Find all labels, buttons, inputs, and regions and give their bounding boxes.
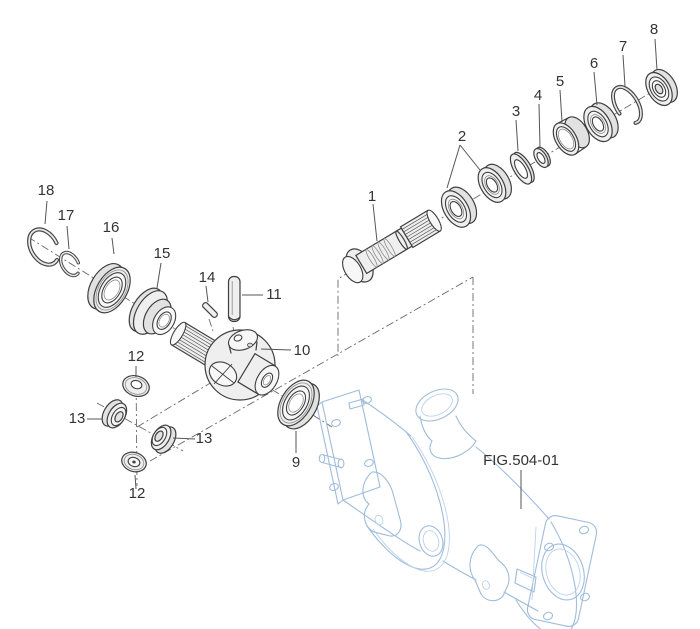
housing-bottom-boss-bore xyxy=(422,530,440,552)
part-12-cap-bottom xyxy=(121,451,147,473)
shaft-drop-centerline xyxy=(337,270,352,356)
part-10-gear-case xyxy=(169,321,280,401)
callout-16: 16 xyxy=(103,219,120,236)
part-18-snap-ring xyxy=(27,227,60,267)
callout-11: 11 xyxy=(266,286,282,303)
callout-2: 2 xyxy=(458,128,466,145)
housing-top-boss-opening xyxy=(415,388,459,422)
housing-bottom-boss xyxy=(418,525,444,557)
flange-stud-end xyxy=(337,458,345,469)
callout-9: 9 xyxy=(292,454,300,471)
part-14-pin xyxy=(202,302,218,318)
housing-bracket-line xyxy=(519,571,533,579)
housing-mount-lug-left xyxy=(362,471,402,537)
part-2-bearing-b xyxy=(477,163,513,203)
housing-tube-top-edge xyxy=(475,446,550,520)
callout-7: 7 xyxy=(619,38,627,55)
callout-6: 6 xyxy=(590,55,598,72)
part-16-bearing-cup xyxy=(87,263,131,314)
housing-shoulder-arc-inner xyxy=(372,436,450,572)
pin11-insert-centerline xyxy=(232,326,237,344)
flange-tab xyxy=(348,398,365,410)
callout-18: 18 xyxy=(38,182,55,199)
housing-shoulder-arc xyxy=(366,432,446,570)
housing-top-boss-base xyxy=(429,440,477,460)
leader-lines xyxy=(44,38,658,509)
callout-3: 3 xyxy=(512,103,520,120)
housing-right-flange-side xyxy=(531,526,537,601)
part-17-snap-ring xyxy=(58,250,80,278)
callout-14: 14 xyxy=(199,269,216,286)
flange-bolt-hole xyxy=(331,418,341,428)
callout-12-top: 12 xyxy=(128,348,145,365)
lug-hole xyxy=(374,514,384,526)
part-13-plug-left xyxy=(101,399,128,429)
callout-15: 15 xyxy=(154,245,171,262)
housing-bracket xyxy=(514,568,537,593)
assembly-path-centerline xyxy=(149,276,474,462)
part-12-cap-top xyxy=(122,375,150,397)
flange-bolt-hole xyxy=(579,592,591,602)
part-2-bearing-a xyxy=(440,186,478,228)
callout-17: 17 xyxy=(58,207,75,224)
part-9-seal-ring xyxy=(277,379,320,430)
part-4-washer xyxy=(533,146,551,169)
part-6-bearing xyxy=(583,102,619,143)
flange-stud xyxy=(318,453,326,464)
callout-10: 10 xyxy=(294,342,311,359)
part-3-washer xyxy=(509,151,535,185)
housing-left-flange-side xyxy=(316,401,344,505)
housing-top-boss-sides xyxy=(419,415,477,442)
flange-bolt-hole xyxy=(364,458,374,468)
flange-bolt-hole xyxy=(329,482,339,492)
housing-tube-top-edge xyxy=(360,398,412,437)
right-flange-bore xyxy=(541,543,585,601)
pin14-insert-centerline xyxy=(208,318,214,332)
lug-hole xyxy=(482,580,490,590)
part-5-collar xyxy=(552,116,590,156)
flange-bolt-hole xyxy=(578,525,590,535)
part-8-bearing xyxy=(645,68,678,107)
callout-12-bottom: 12 xyxy=(129,485,146,502)
part-15-bearing-collar xyxy=(128,287,177,336)
callout-1: 1 xyxy=(368,188,376,205)
callout-4: 4 xyxy=(534,87,542,104)
figure-reference-label: FIG.504-01 xyxy=(483,452,559,469)
flange-bolt-hole xyxy=(543,542,555,552)
part-7-snap-ring xyxy=(611,85,643,125)
callout-5: 5 xyxy=(556,73,564,90)
housing-tube-bottom-edge xyxy=(342,499,539,612)
housing-top-boss-bore xyxy=(421,393,453,417)
housing-mount-lug-right xyxy=(469,544,510,602)
right-flange-bore-inner xyxy=(545,548,581,596)
flange-bolt-hole xyxy=(542,611,554,621)
callout-labels: 1 2 3 4 5 6 7 8 9 10 11 12 12 13 13 14 1… xyxy=(38,21,659,502)
callout-13-left: 13 xyxy=(69,410,86,427)
callout-8: 8 xyxy=(650,21,658,38)
axle-housing-reference xyxy=(316,388,598,629)
part-11-pin xyxy=(227,275,241,323)
callout-13-right: 13 xyxy=(196,430,213,447)
part-13-plug-right xyxy=(150,424,177,454)
housing-right-flange-face xyxy=(526,515,598,627)
part-1-pinion-shaft xyxy=(342,209,442,284)
housing-left-flange-face xyxy=(321,389,381,501)
flange-stud-body xyxy=(321,453,342,469)
